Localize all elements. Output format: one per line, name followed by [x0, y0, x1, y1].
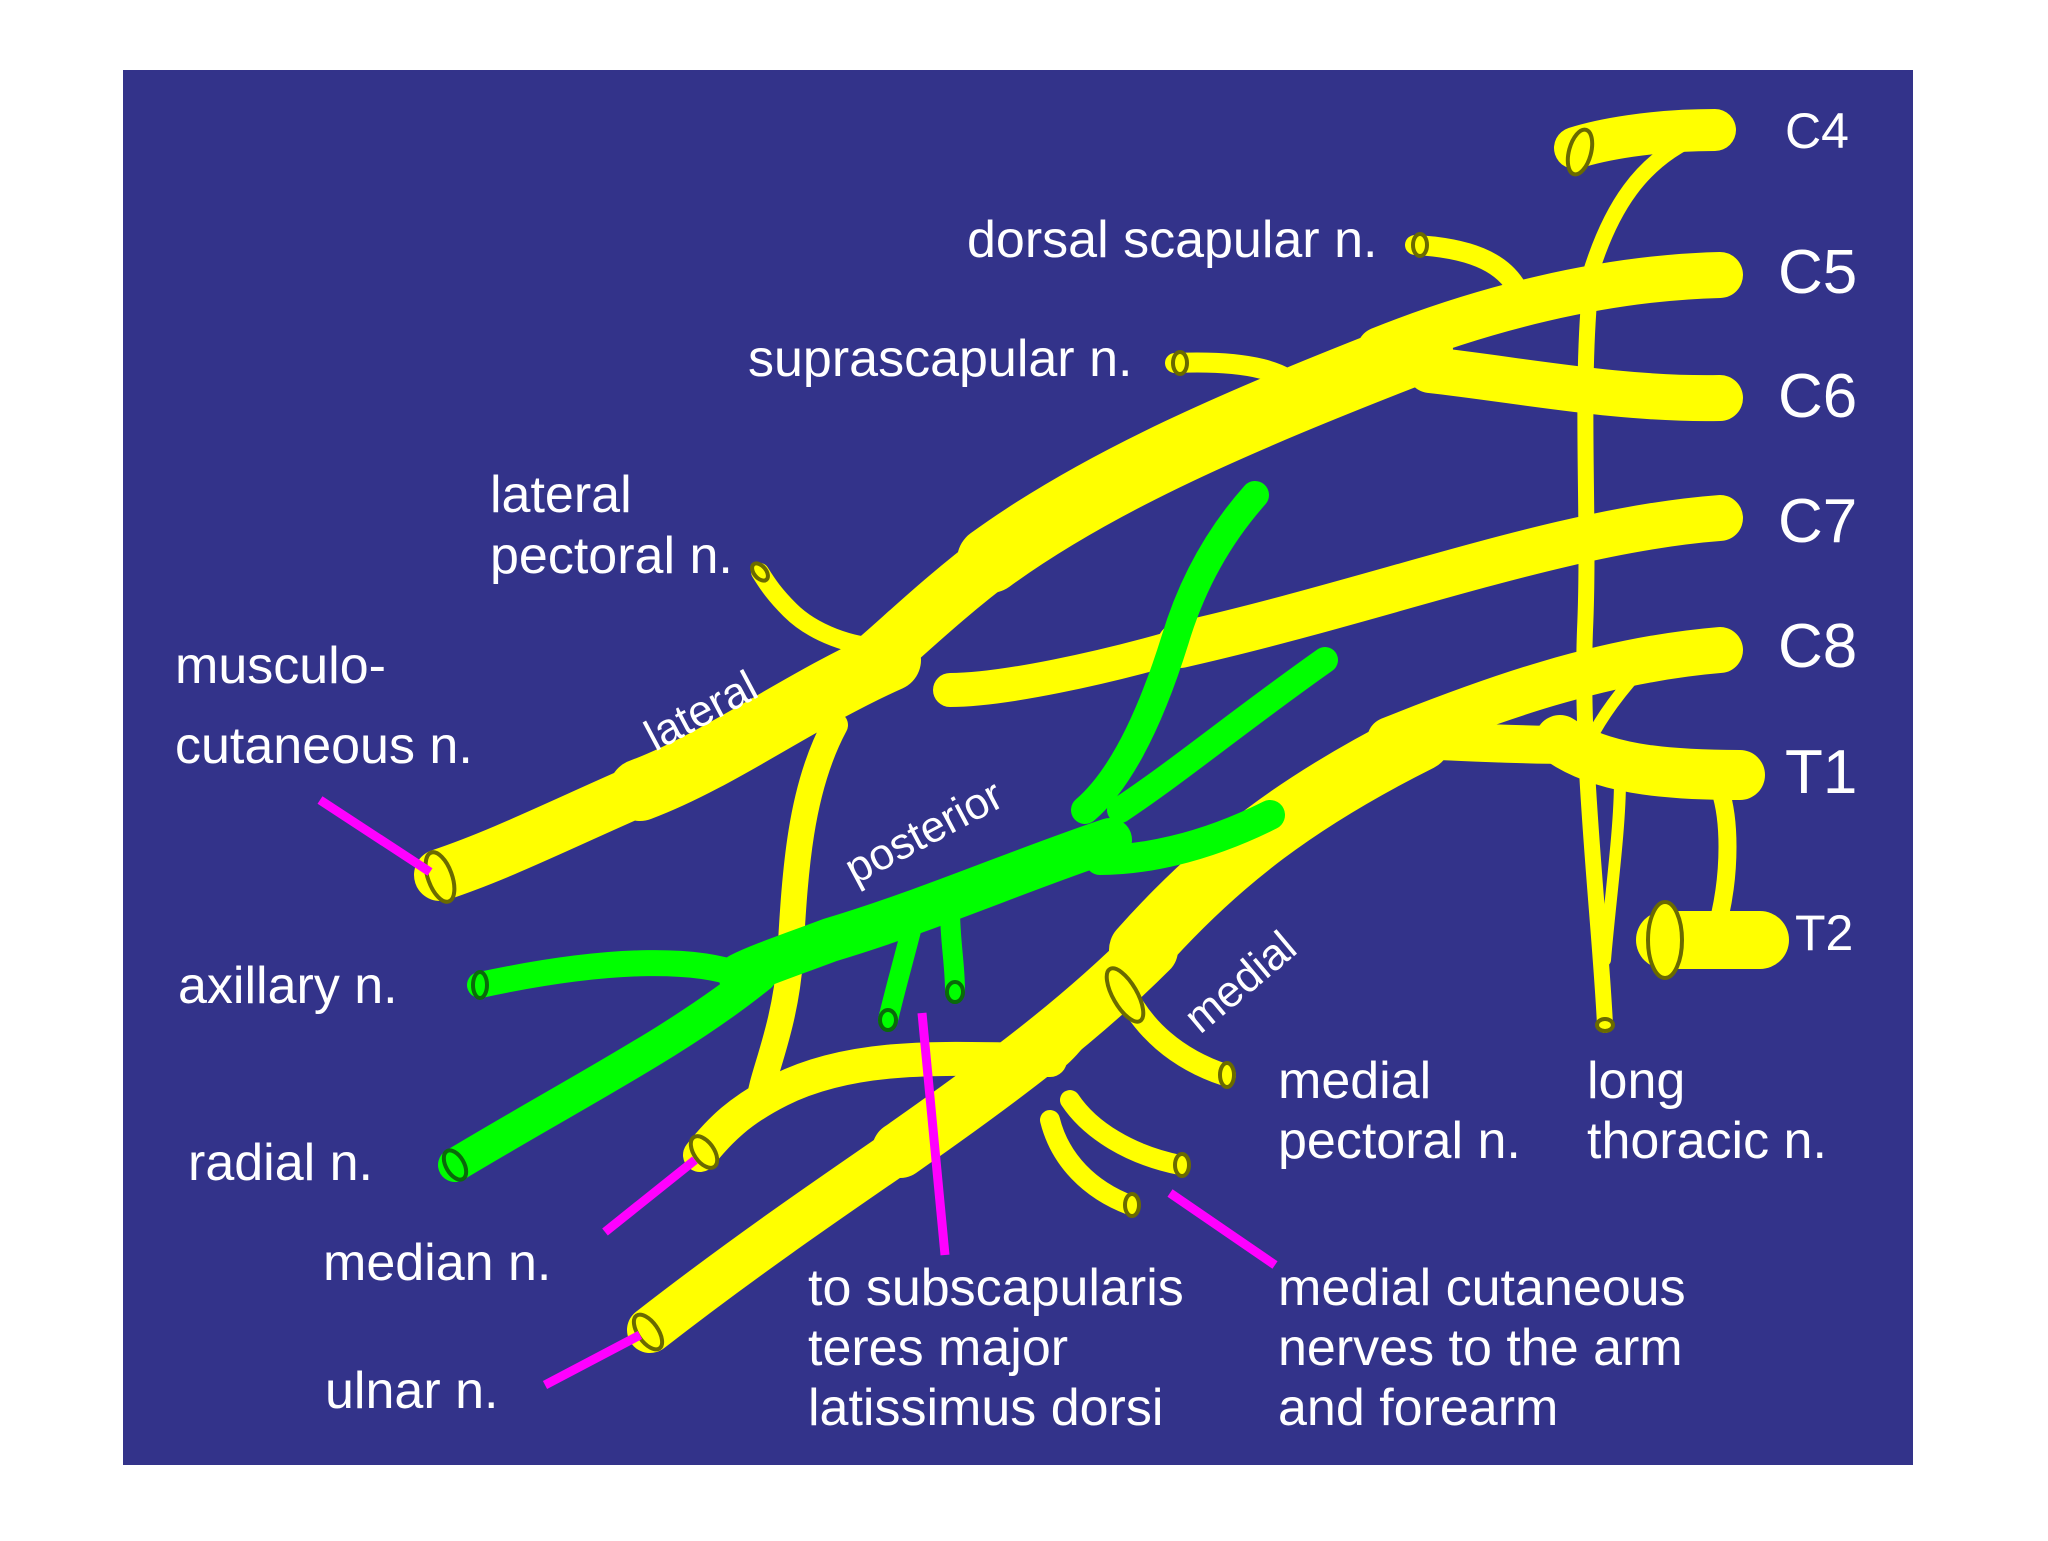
label-axillary: axillary n.	[178, 957, 398, 1015]
label-radial: radial n.	[188, 1134, 373, 1192]
musculocutaneous-cut-end	[423, 850, 457, 904]
pointer-musculocutaneous	[317, 796, 433, 876]
radial-cut-end	[441, 1148, 469, 1182]
subscapular-cut-end-2	[945, 980, 965, 1004]
long-thoracic-cut-end	[1595, 1017, 1615, 1033]
c4-cut-end	[1565, 127, 1595, 177]
pointer-subscapularis	[917, 1012, 950, 1256]
nerve-network	[414, 109, 1789, 1353]
axillary-cut-end	[471, 970, 489, 1000]
dorsal-scapular-cut-end	[1411, 232, 1429, 258]
label-medial-cutaneous-line3: and forearm	[1278, 1379, 1558, 1437]
label-medial-cutaneous-line1: medial cutaneous	[1278, 1259, 1686, 1317]
medial-pectoral-cut-end	[1218, 1061, 1236, 1089]
label-musculocutaneous-line2: cutaneous n.	[175, 717, 473, 775]
pointer-medial-cutaneous	[1167, 1189, 1278, 1269]
label-suprascapular: suprascapular n.	[748, 330, 1132, 388]
ulnar-nerve	[627, 1127, 923, 1353]
label-medial-pectoral-line1: medial	[1278, 1052, 1431, 1110]
medial-pectoral-branch	[1109, 969, 1236, 1086]
musculocutaneous-nerve	[414, 764, 666, 901]
posterior-cord	[718, 818, 1132, 997]
root-label-c4: C4	[1785, 103, 1849, 159]
radial-nerve	[438, 958, 777, 1182]
label-subscapularis-line3: latissimus dorsi	[808, 1379, 1163, 1437]
label-musculocutaneous-line1: musculo-	[175, 637, 386, 695]
suprascapular-branch	[1165, 352, 1310, 402]
pointer-ulnar	[542, 1331, 643, 1389]
upper-trunk	[957, 317, 1453, 593]
root-label-c6: C6	[1778, 362, 1857, 431]
long-thoracic-c8	[1584, 654, 1656, 746]
root-label-c5: C5	[1778, 238, 1857, 307]
label-median: median n.	[323, 1234, 551, 1292]
c4-contribution	[1582, 127, 1708, 283]
label-dorsal-scapular: dorsal scapular n.	[967, 211, 1377, 269]
nerve-cut-ends	[423, 127, 1684, 1352]
median-nerve	[683, 1041, 1067, 1172]
pointer-lines	[317, 796, 1278, 1389]
medial-cutaneous-arm	[1060, 1090, 1190, 1175]
label-lateral-pectoral-line2: pectoral n.	[490, 527, 733, 585]
root-label-t1: T1	[1785, 738, 1857, 807]
label-subscapularis-line2: teres major	[808, 1319, 1068, 1377]
label-long-thoracic-line1: long	[1587, 1052, 1685, 1110]
medial-cutaneous-cut-end-1	[1173, 1152, 1191, 1178]
medial-cord-ring	[1104, 966, 1146, 1024]
median-medial-root	[1036, 986, 1114, 1074]
label-medial-pectoral-line2: pectoral n.	[1278, 1112, 1521, 1170]
median-cut-end	[688, 1134, 720, 1170]
axillary-nerve	[467, 950, 753, 998]
label-subscapularis-line1: to subscapularis	[808, 1259, 1184, 1317]
root-label-c7: C7	[1778, 487, 1857, 556]
dorsal-scapular-branch	[1405, 235, 1525, 295]
label-medial-cutaneous-line2: nerves to the arm	[1278, 1319, 1683, 1377]
lateral-cord	[609, 629, 921, 821]
nerve-labels: dorsal scapular n. suprascapular n. late…	[175, 211, 1827, 1437]
c7-root	[1157, 495, 1743, 668]
long-thoracic-t1	[1599, 774, 1626, 966]
subscapular-cut-end-1	[878, 1008, 898, 1032]
lateral-pectoral-cut-end	[750, 561, 770, 583]
label-lateral-pectoral-line1: lateral	[490, 466, 632, 524]
pointer-median	[602, 1156, 698, 1236]
label-ulnar: ulnar n.	[325, 1362, 498, 1420]
lateral-pectoral-branch	[751, 563, 909, 658]
t2-connection	[1711, 781, 1737, 924]
posterior-division-upper	[1071, 481, 1269, 824]
root-label-t2: T2	[1795, 905, 1853, 961]
suprascapular-cut-end	[1171, 350, 1189, 376]
long-thoracic-trunk	[1576, 282, 1613, 1033]
t2-cut-end	[1646, 900, 1684, 980]
root-label-c8: C8	[1778, 612, 1857, 681]
medial-cutaneous-forearm	[1040, 1110, 1140, 1215]
root-labels: C4 C5 C6 C7 C8 T1 T2	[1778, 103, 1857, 961]
c6-root	[1407, 347, 1743, 422]
label-long-thoracic-line2: thoracic n.	[1587, 1112, 1827, 1170]
medial-cutaneous-cut-end-2	[1123, 1192, 1141, 1218]
posterior-division-middle	[1107, 647, 1338, 823]
subscapular-branch-2	[940, 900, 965, 1000]
